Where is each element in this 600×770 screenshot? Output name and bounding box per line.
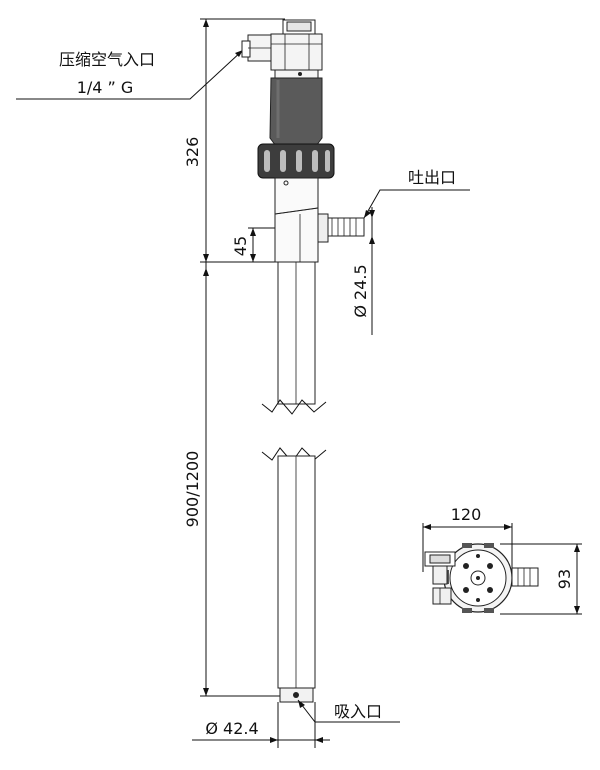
width-label: 120: [451, 505, 482, 524]
outlet-label: 吐出口: [408, 168, 456, 187]
dimension-45: 45: [231, 227, 326, 262]
top-view: 120 93: [422, 505, 582, 615]
dimension-42-4: Ø 42.4: [192, 702, 330, 748]
suction-inlet-label: 吸入口: [334, 702, 382, 721]
air-inlet-thread-label: 1/4 ” G: [77, 78, 134, 97]
outlet-callout: 吐出口 Ø 24.5: [351, 168, 470, 335]
outlet-diameter-label: Ø 24.5: [351, 264, 370, 317]
suction-tube: [261, 261, 327, 703]
air-inlet-callout: 压缩空气入口 1/4 ” G: [16, 49, 244, 100]
dimension-900-1200: 900/1200: [183, 262, 282, 697]
air-inlet-label: 压缩空气入口: [59, 50, 155, 69]
pump-head: [241, 19, 335, 215]
dimension-45-label: 45: [231, 236, 250, 256]
dimension-900-1200-label: 900/1200: [183, 451, 202, 528]
dimension-326-label: 326: [183, 137, 202, 168]
outlet-section: [274, 207, 365, 263]
dimension-326: 326: [183, 18, 285, 263]
suction-inlet-callout: 吸入口: [297, 699, 400, 723]
tube-diameter-label: Ø 42.4: [205, 719, 258, 738]
depth-label: 93: [555, 569, 574, 589]
